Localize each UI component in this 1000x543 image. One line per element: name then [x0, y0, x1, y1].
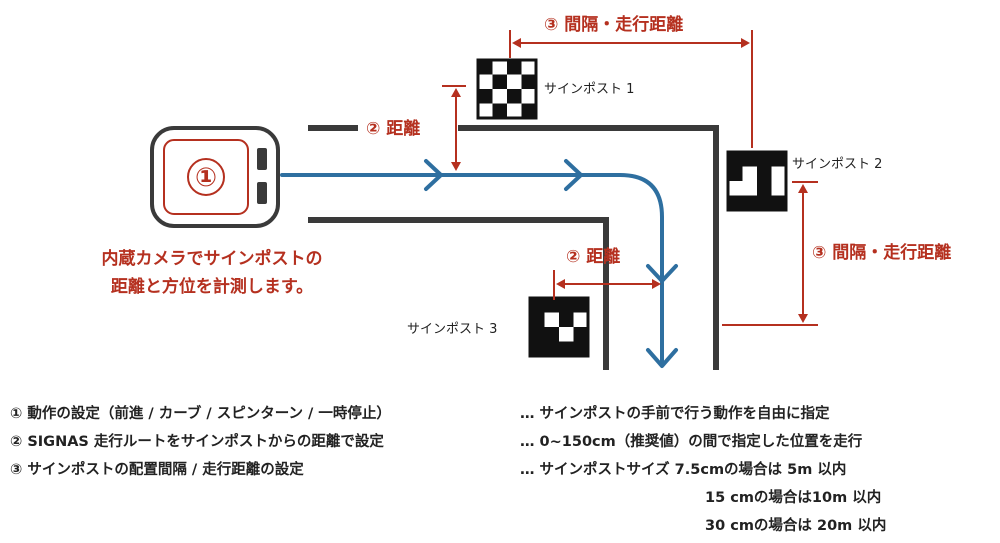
wall-inner	[308, 217, 609, 370]
robot-sensor-bottom	[257, 182, 267, 204]
signpost-3-label: サインポスト 3	[407, 322, 497, 337]
signpost-3-pattern	[530, 298, 588, 356]
robot-screen	[163, 139, 249, 215]
route-arrow-1	[424, 159, 443, 191]
route-arrow-end	[646, 348, 678, 368]
note-5-right: 30 cmの場合は 20m 以内	[705, 518, 887, 534]
signpost-2	[726, 150, 788, 212]
signpost-3	[528, 296, 590, 358]
note-2-right: … 0~150cm（推奨値）の間で指定した位置を走行	[520, 434, 863, 450]
note-3-left: ③ サインポストの配置間隔 / 走行距離の設定	[10, 462, 304, 478]
route-line	[280, 173, 664, 364]
signpost-2-pattern	[728, 152, 786, 210]
note-2-left: ② SIGNAS 走行ルートをサインポストからの距離で設定	[10, 434, 384, 450]
wall-top-outer	[458, 125, 719, 370]
signpost-2-label: サインポスト 2	[792, 157, 882, 172]
route-arrow-3	[646, 264, 678, 283]
signpost-1	[476, 58, 538, 120]
interval-label-top: ③ 間隔・走行距離	[544, 14, 683, 35]
distance-label-top: ② 距離	[366, 118, 420, 139]
robot-marker: ①	[195, 163, 217, 193]
interval-label-right: ③ 間隔・走行距離	[812, 242, 951, 263]
travel-route	[280, 159, 678, 368]
route-arrow-2	[564, 159, 583, 191]
robot-vehicle: ①	[150, 126, 280, 228]
caption-line-2: 距離と方位を計測します。	[111, 276, 313, 297]
caption-line-1: 内蔵カメラでサインポストの	[102, 248, 323, 269]
note-3-right: … サインポストサイズ 7.5cmの場合は 5m 以内	[520, 462, 847, 478]
corridor-walls	[308, 125, 719, 370]
signas-diagram: ① 内蔵カメラでサインポストの 距離と方位を計測します。 サインポスト 1 サイ…	[102, 14, 951, 370]
signpost-1-pattern	[478, 60, 536, 118]
robot-marker-circle	[187, 158, 225, 196]
note-1-left: ① 動作の設定（前進 / カーブ / スピンターン / 一時停止）	[10, 406, 391, 422]
note-4-right: 15 cmの場合は10m 以内	[705, 490, 882, 506]
note-1-right: … サインポストの手前で行う動作を自由に指定	[520, 406, 830, 422]
signpost-1-label: サインポスト 1	[544, 82, 634, 97]
distance-label-mid: ② 距離	[566, 246, 620, 267]
robot-sensor-top	[257, 148, 267, 170]
dimension-lines	[442, 30, 818, 326]
